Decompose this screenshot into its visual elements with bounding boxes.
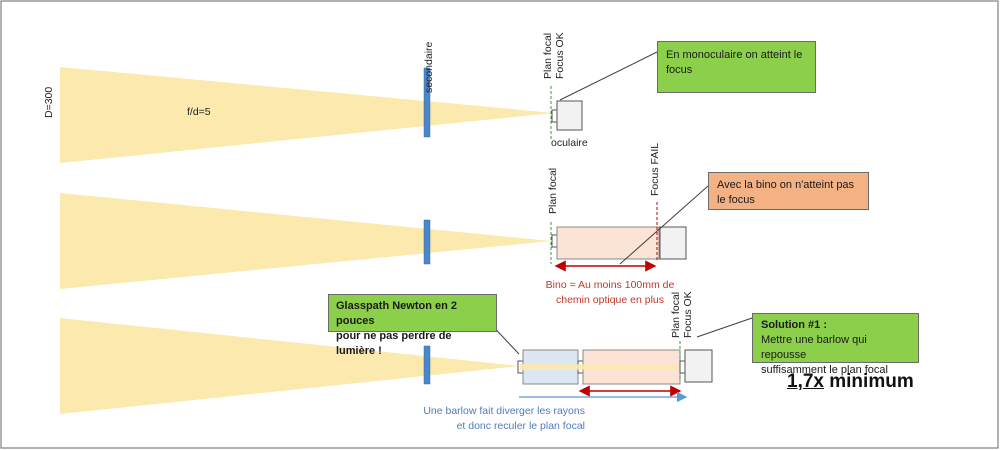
note-solution-line2: suffisamment le plan focal [761, 364, 888, 376]
secondary-label: secondaire [423, 41, 435, 93]
eyepiece-2 [659, 226, 687, 260]
eyepiece-3 [684, 349, 713, 383]
note-monocular-text: En monoculaire on atteint le focus [666, 49, 803, 76]
barlow-caption: Une barlow fait diverger les rayons et d… [395, 404, 585, 434]
note-monocular: En monoculaire on atteint le focus [657, 41, 816, 93]
light-cone-2 [60, 193, 551, 289]
focus-ok-label-1: Focus OK [554, 32, 566, 79]
eyepiece-1 [556, 100, 583, 131]
note-glasspath-line1: Glasspath Newton en 2 pouces [336, 300, 458, 327]
callout-line-mono [559, 51, 658, 101]
minimum-value: 1,7x [787, 371, 824, 392]
light-cone-1 [60, 67, 554, 163]
note-solution-title: Solution #1 : [761, 319, 827, 331]
bino-body-2 [556, 226, 660, 260]
ratio-label: f/d=5 [187, 106, 211, 118]
note-bino-text: Avec la bino on n'atteint pas le focus [717, 179, 855, 206]
barlow-caption-line2: et donc reculer le plan focal [456, 420, 585, 432]
minimum-word: minimum [823, 371, 914, 392]
note-glasspath: Glasspath Newton en 2 pouces pour ne pas… [328, 294, 497, 357]
note-solution: Solution #1 : Mettre une barlow qui repo… [752, 313, 919, 376]
focal-plane-label-3: Plan focal [670, 292, 682, 338]
note-glasspath-line2: pour ne pas perdre de lumière ! [336, 330, 452, 357]
light-cone-3 [60, 318, 520, 414]
bino-path-caption-line2: chemin optique en plus [556, 294, 664, 306]
note-bino: Avec la bino on n'atteint pas le focus [708, 172, 869, 210]
callout-line-bino [619, 185, 709, 265]
eyepiece-tube-3 [679, 360, 686, 374]
callout-line-solution [696, 317, 753, 338]
bino-tube-2 [551, 234, 558, 248]
minimum-magnification: 1,7x minimum [787, 371, 914, 393]
focus-ok-label-3: Focus OK [682, 291, 694, 338]
bino-path-caption-line1: Bino = Au moins 100mm de [545, 279, 675, 291]
secondary-mirror-2 [423, 219, 431, 265]
barlow-caption-line1: Une barlow fait diverger les rayons [423, 405, 585, 417]
eyepiece-label: oculaire [551, 137, 588, 149]
secondary-mirror-1 [423, 67, 431, 138]
focal-plane-label-2: Plan focal [547, 168, 559, 214]
note-solution-line1: Mettre une barlow qui repousse [761, 334, 867, 361]
diameter-label: D=300 [43, 87, 55, 118]
light-beam-3 [520, 364, 680, 370]
bino-path-caption: Bino = Au moins 100mm de chemin optique … [520, 278, 700, 308]
focal-plane-label-1: Plan focal [542, 33, 554, 79]
eyepiece-tube-1 [551, 109, 558, 123]
focus-fail-label: Focus FAIL [649, 143, 661, 196]
secondary-mirror-3 [423, 345, 431, 385]
